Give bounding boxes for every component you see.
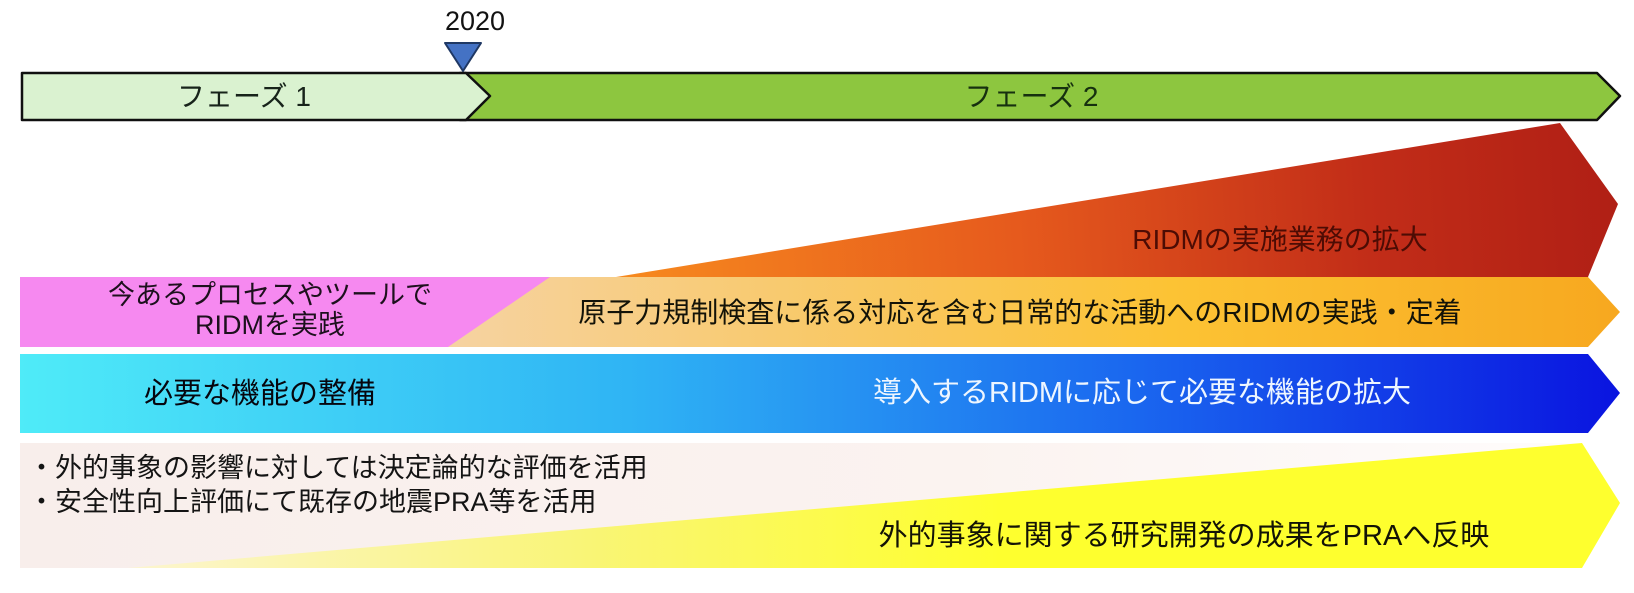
external-events-bullet-2: ・安全性向上評価にて既存の地震PRA等を活用 [28,487,597,517]
band-functions [20,354,1620,433]
practice-phase1-line1: 今あるプロセスやツールで [108,280,432,310]
external-events-phase2-label: 外的事象に関する研究開発の成果をPRAへ反映 [878,520,1490,552]
phase2-label: フェーズ 2 [964,81,1099,112]
functions-phase2-label: 導入するRIDMに応じて必要な機能の拡大 [872,377,1412,409]
band-ridm-expansion-wedge [616,123,1618,277]
timeline-bar-phase1 [20,71,492,122]
phase1-label: フェーズ 1 [177,81,311,112]
band-external-yellow-wedge [128,443,1620,568]
practice-phase2-label: 原子力規制検査に係る対応を含む日常的な活動へのRIDMの実践・定着 [578,297,1462,328]
practice-phase1-label: 今あるプロセスやツールで RIDMを実践 [60,280,480,340]
ridm-expansion-label: RIDMの実施業務の拡大 [1132,224,1428,255]
practice-phase1-line2: RIDMを実践 [195,310,345,340]
year-marker-icon [444,42,482,72]
external-events-bullet-1: ・外的事象の影響に対しては決定論的な評価を活用 [28,453,648,483]
year-marker-label: 2020 [444,6,506,36]
external-events-bullets: ・外的事象の影響に対しては決定論的な評価を活用 ・安全性向上評価にて既存の地震P… [28,451,808,519]
band-practice-pink [20,277,550,347]
functions-phase1-label: 必要な機能の整備 [143,378,376,410]
